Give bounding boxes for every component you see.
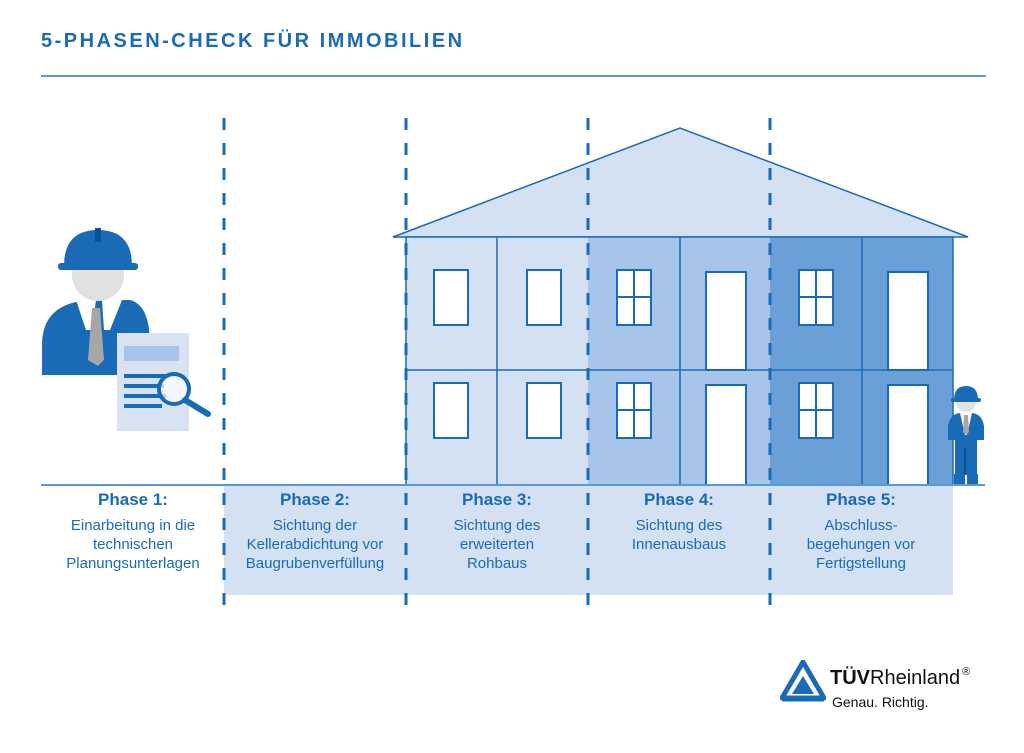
phase-3-title: Phase 3: — [462, 490, 532, 509]
phase-5-label: Phase 5: Abschluss- begehungen vor Ferti… — [770, 490, 952, 573]
phase-5-title: Phase 5: — [826, 490, 896, 509]
phase-4-title: Phase 4: — [644, 490, 714, 509]
phase-4-box — [588, 485, 770, 595]
phase-2-box — [224, 485, 406, 595]
window-group-phase3 — [433, 269, 562, 439]
engineer-with-document-icon — [42, 228, 211, 431]
phase-3-box — [406, 485, 588, 595]
phase-separators — [222, 118, 772, 612]
phase-1-description: Einarbeitung in die technischen Planungs… — [66, 517, 200, 572]
tuv-rheinland-logo: TÜVRheinland® Genau. Richtig. — [780, 660, 1010, 720]
phase-3-label: Phase 3: Sichtung des erweiterten Rohbau… — [406, 490, 588, 573]
phase-3-description: Sichtung des erweiterten Rohbaus — [453, 517, 541, 572]
phase-4-description: Sichtung des Innenausbaus — [631, 517, 727, 553]
construction-worker-icon — [948, 386, 984, 484]
phase-5-box — [770, 485, 953, 595]
page-title: 5-PHASEN-CHECK FÜR IMMOBILIEN — [41, 30, 465, 52]
title-divider — [41, 75, 986, 77]
phase-5-description: Abschluss- begehungen vor Fertigstellung — [806, 517, 916, 572]
phase-2-label: Phase 2: Sichtung der Kellerabdichtung v… — [224, 490, 406, 573]
phase-1-title: Phase 1: — [98, 490, 168, 509]
triangle-logo-icon — [780, 660, 826, 702]
house-illustration — [392, 127, 969, 486]
phase-2-title: Phase 2: — [280, 490, 350, 509]
phase-2-description: Sichtung der Kellerabdichtung vor Baugru… — [245, 517, 385, 572]
phase-4-label: Phase 4: Sichtung des Innenausbaus — [588, 490, 770, 554]
brand-name: TÜVRheinland® — [830, 666, 971, 689]
phase-1-label: Phase 1: Einarbeitung in die technischen… — [42, 490, 224, 573]
house-roof — [392, 127, 969, 238]
brand-tagline: Genau. Richtig. — [832, 694, 929, 710]
